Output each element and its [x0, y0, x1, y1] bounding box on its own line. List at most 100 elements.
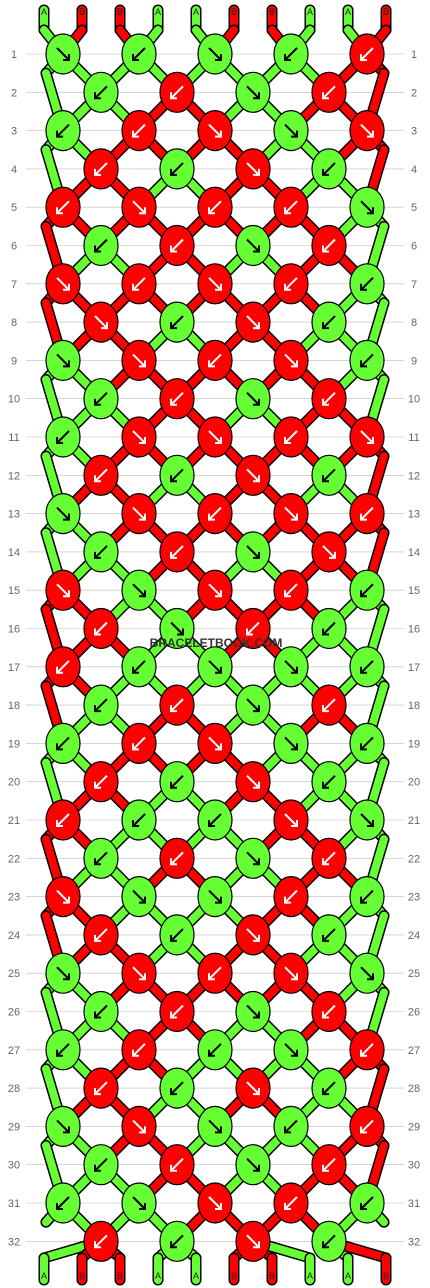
strand-label-top: A	[41, 7, 47, 17]
arrow-head-icon	[170, 1011, 177, 1019]
strand-label-bottom: B	[269, 1271, 275, 1281]
row-number-left: 20	[8, 777, 20, 789]
strand-label-top: A	[307, 7, 313, 17]
row-number-left: 13	[8, 509, 20, 521]
arrow-head-icon	[170, 858, 177, 866]
arrow-head-icon	[253, 168, 260, 176]
arrow-head-icon	[139, 513, 146, 521]
arrow-head-icon	[284, 437, 291, 444]
row-number-left: 27	[8, 1045, 20, 1057]
row-number-left: 30	[8, 1160, 20, 1172]
row-number-left: 23	[8, 892, 20, 904]
arrow-head-icon	[208, 820, 215, 827]
strand-label-bottom: A	[155, 1271, 161, 1281]
row-number-left: 10	[8, 394, 20, 406]
arrow-down-left-icon	[322, 315, 336, 329]
arrow-head-icon	[367, 207, 374, 215]
arrow-head-icon	[215, 130, 222, 138]
row-number-left: 4	[11, 164, 17, 176]
arrow-down-right-icon	[132, 430, 146, 444]
arrow-head-icon	[63, 283, 70, 291]
arrow-down-right-icon	[360, 123, 374, 138]
strand-label-top: B	[231, 7, 237, 17]
strand-label-bottom: B	[383, 1271, 389, 1281]
arrow-down-left-icon	[132, 47, 146, 61]
arrow-down-right-icon	[208, 1119, 222, 1134]
arrow-down-left-icon	[360, 736, 374, 751]
arrow-down-left-icon	[208, 1043, 222, 1057]
row-number-left: 2	[11, 87, 17, 99]
arrow-down-right-icon	[56, 353, 70, 368]
arrow-head-icon	[284, 207, 291, 215]
row-number-right: 16	[408, 624, 420, 636]
arrow-down-right-icon	[56, 889, 70, 904]
strand-label-top: A	[193, 7, 199, 17]
arrow-head-icon	[63, 896, 70, 904]
row-number-right: 32	[408, 1236, 420, 1248]
arrow-head-icon	[360, 1049, 367, 1057]
arrow-down-right-icon	[246, 1004, 260, 1019]
arrow-down-right-icon	[56, 1119, 70, 1134]
arrow-head-icon	[139, 896, 146, 904]
arrow-down-left-icon	[132, 660, 146, 674]
arrow-down-left-icon	[132, 813, 146, 827]
arrow-down-left-icon	[284, 1196, 298, 1210]
arrow-down-left-icon	[284, 583, 298, 597]
arrow-down-left-icon	[132, 736, 146, 751]
arrow-head-icon	[139, 590, 146, 598]
arrow-down-right-icon	[284, 1043, 298, 1057]
arrow-head-icon	[360, 513, 367, 521]
arrow-head-icon	[253, 245, 260, 253]
arrow-down-left-icon	[94, 1004, 108, 1019]
arrow-head-icon	[284, 283, 291, 291]
row-number-left: 31	[8, 1198, 20, 1210]
arrow-down-right-icon	[56, 966, 70, 980]
arrow-head-icon	[170, 245, 177, 253]
arrow-head-icon	[208, 513, 215, 521]
row-number-left: 32	[8, 1236, 20, 1248]
row-number-left: 18	[8, 700, 20, 712]
arrow-head-icon	[215, 437, 222, 444]
strand-label-bottom: A	[41, 1271, 47, 1281]
arrow-head-icon	[170, 551, 177, 559]
strand-label-top: A	[345, 7, 351, 17]
row-number-left: 6	[11, 241, 17, 253]
row-number-right: 26	[408, 1007, 420, 1019]
arrow-down-right-icon	[132, 583, 146, 597]
arrow-head-icon	[322, 781, 329, 789]
arrow-head-icon	[291, 130, 298, 138]
arrow-down-left-icon	[170, 1157, 184, 1172]
arrow-down-left-icon	[170, 928, 184, 942]
arrow-down-left-icon	[170, 315, 184, 329]
row-number-right: 22	[408, 853, 420, 865]
arrow-down-left-icon	[360, 277, 374, 291]
arrow-head-icon	[284, 896, 291, 904]
arrow-down-left-icon	[132, 1043, 146, 1057]
arrow-head-icon	[291, 666, 298, 674]
arrow-down-left-icon	[94, 1081, 108, 1095]
arrow-down-left-icon	[284, 889, 298, 904]
arrow-head-icon	[367, 130, 374, 138]
arrow-down-left-icon	[208, 353, 222, 368]
row-number-left: 14	[8, 547, 20, 559]
arrow-head-icon	[322, 245, 329, 253]
arrow-head-icon	[284, 1126, 291, 1134]
arrow-down-right-icon	[132, 353, 146, 368]
arrow-head-icon	[284, 590, 291, 598]
arrow-down-left-icon	[170, 1004, 184, 1019]
arrow-down-right-icon	[208, 47, 222, 61]
row-number-right: 15	[408, 585, 420, 597]
arrow-head-icon	[170, 1088, 177, 1096]
row-number-right: 2	[411, 87, 417, 99]
row-number-right: 28	[408, 1083, 420, 1095]
arrow-head-icon	[215, 283, 222, 291]
arrow-head-icon	[322, 1164, 329, 1172]
arrow-down-right-icon	[284, 736, 298, 751]
arrow-down-left-icon	[170, 698, 184, 712]
arrow-head-icon	[322, 92, 329, 100]
arrow-head-icon	[132, 283, 139, 291]
arrow-down-left-icon	[322, 391, 336, 406]
arrow-down-right-icon	[246, 85, 260, 100]
arrow-down-left-icon	[56, 813, 70, 827]
arrow-down-right-icon	[132, 1196, 146, 1210]
